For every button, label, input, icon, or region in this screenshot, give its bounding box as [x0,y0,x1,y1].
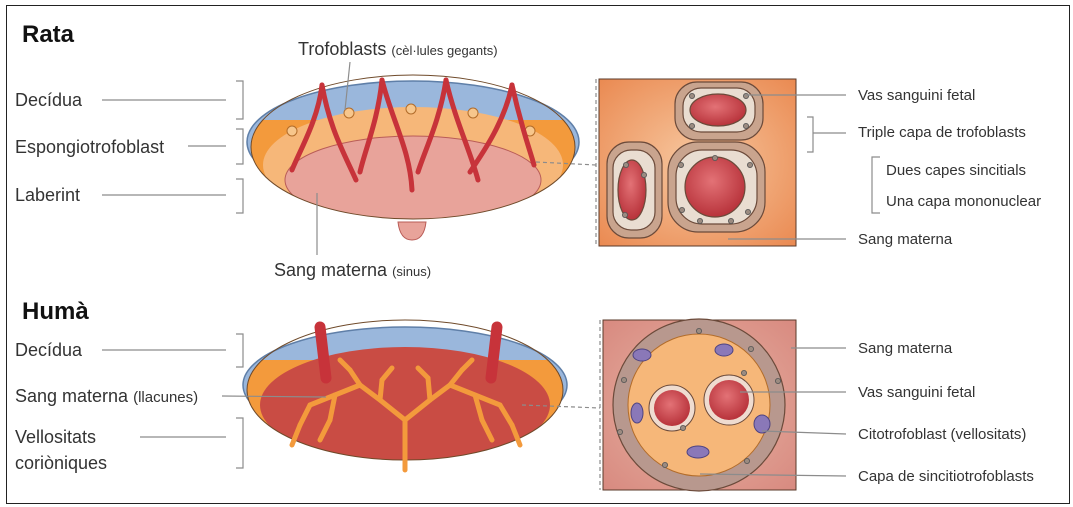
human-fetal-vessel-label: Vas sanguini fetal [858,385,975,400]
rat-maternal-blood-main: Sang materna [274,260,387,280]
human-maternal-blood-label: Sang materna (llacunes) [15,387,198,405]
human-placenta [240,320,580,480]
human-villi-label-line1: Vellositats [15,428,96,446]
human-maternal-blood-note: (llacunes) [133,389,198,406]
rat-trophoblasts-label: Trofoblasts (cèl·lules gegants) [298,40,498,58]
human-villi-label-line2: coriòniques [15,454,107,472]
rat-labyrinth-label: Laberint [15,186,80,204]
rat-zoom [599,79,796,246]
rat-two-syncytial-label: Dues capes sincitials [886,163,1026,178]
human-decidua-label: Decídua [15,341,82,359]
human-syncytio-label: Capa de sincitiotrofoblasts [858,469,1034,484]
human-heading: Humà [22,300,89,324]
rat-placenta [240,75,580,240]
human-cytotrophoblast-label: Citotrofoblast (vellositats) [858,427,1026,442]
rat-trophoblasts-note: (cèl·lules gegants) [391,43,497,58]
rat-one-mono-label: Una capa mononuclear [886,194,1041,209]
rat-fetal-vessel-label: Vas sanguini fetal [858,88,975,103]
human-zoom [603,319,796,491]
rat-maternal-blood-label: Sang materna (sinus) [274,261,431,279]
rat-heading: Rata [22,23,74,47]
rat-maternal-blood-note: (sinus) [392,264,431,279]
human-maternal-blood-main: Sang materna [15,386,128,406]
rat-decidua-label: Decídua [15,91,82,109]
human-maternal-blood-right-label: Sang materna [858,341,952,356]
rat-spongio-label: Espongiotrofoblast [15,138,164,156]
rat-maternal-blood-right-label: Sang materna [858,232,952,247]
rat-triple-layer-label: Triple capa de trofoblasts [858,125,1026,140]
rat-trophoblasts-main: Trofoblasts [298,39,386,59]
